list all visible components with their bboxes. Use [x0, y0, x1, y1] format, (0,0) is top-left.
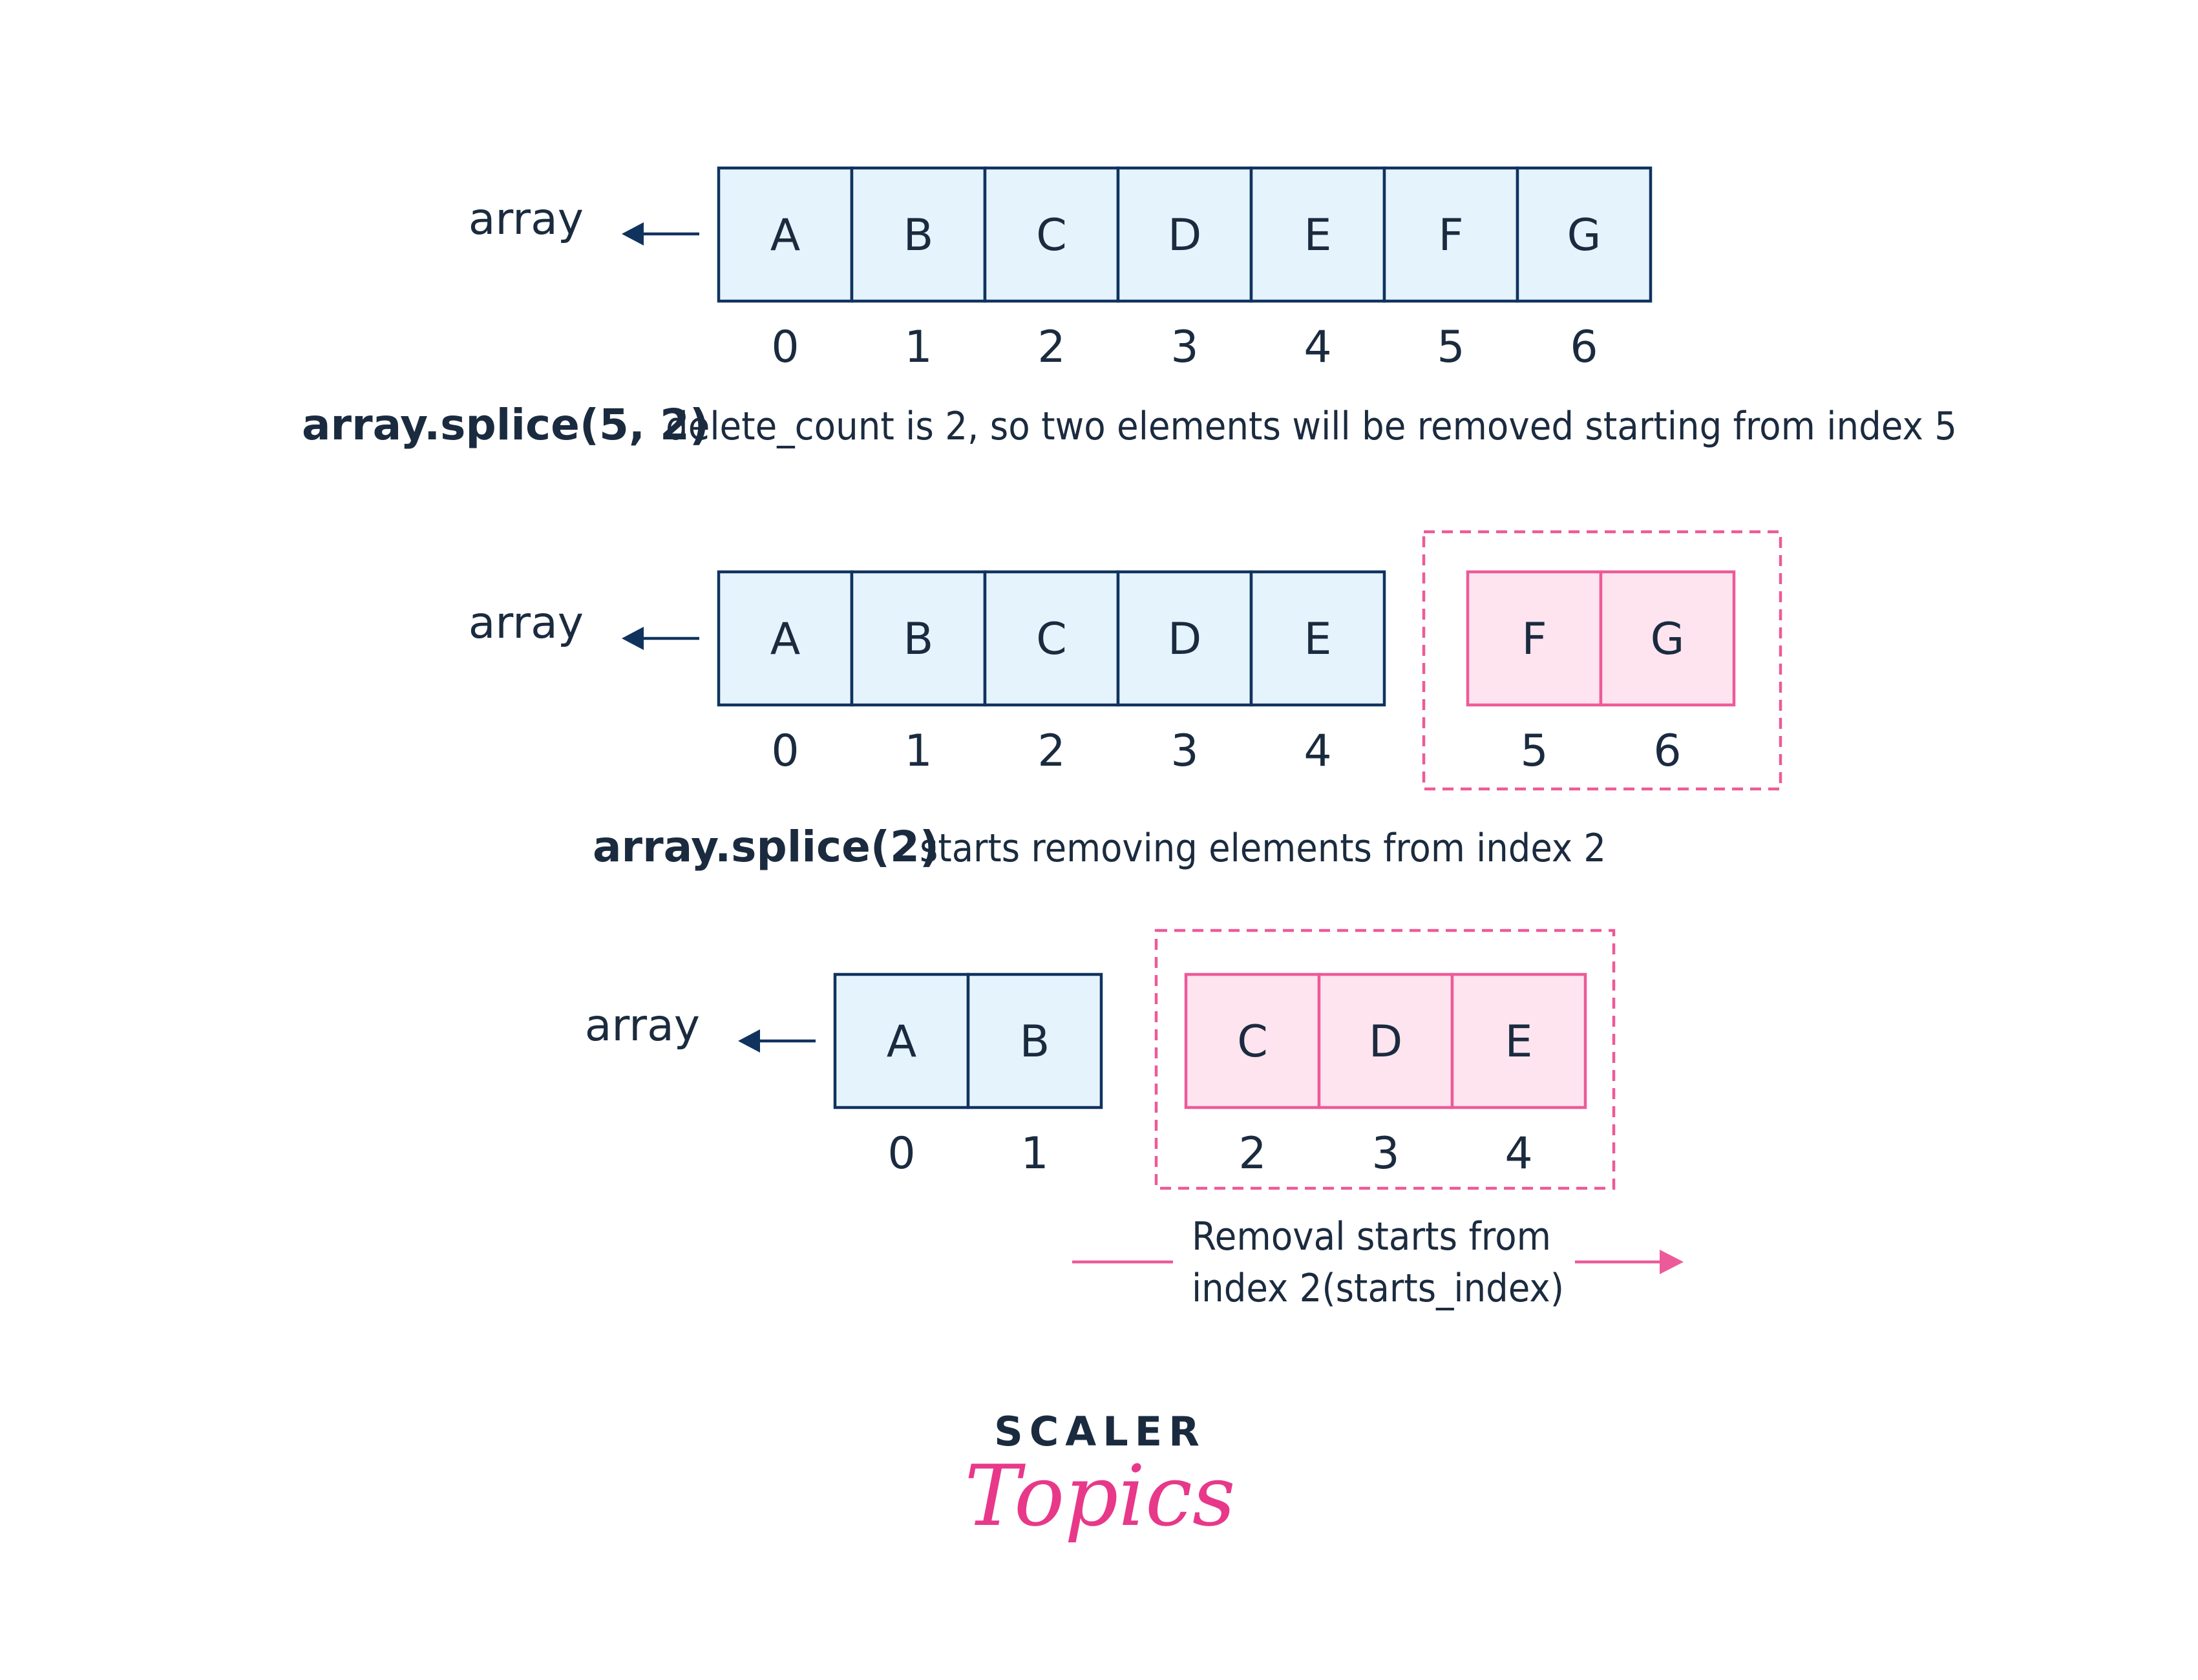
- row1-cell-letter: G: [1567, 210, 1601, 261]
- row2-kept-cell-letter: D: [1168, 614, 1201, 665]
- removal-note-arrow-head: [1660, 1250, 1684, 1274]
- row1-arrow-head: [622, 222, 644, 246]
- row3-removed-cell-letter: C: [1237, 1016, 1267, 1067]
- caption2-code: array.splice(2): [593, 822, 939, 872]
- caption2-description: starts removing elements from index 2: [920, 826, 1606, 871]
- row1-cell-box: [850, 166, 987, 303]
- row1-cell-letter: F: [1438, 210, 1463, 261]
- row1-indices: 0 1 2 3 4 5 6: [771, 322, 1598, 373]
- row3-removed-cells: C D E: [1184, 972, 1587, 1109]
- row3-removed-cell-box: [1317, 972, 1454, 1109]
- row2-kept-cell-letter: B: [904, 614, 934, 665]
- row2-kept-index-label: 3: [1170, 726, 1198, 777]
- caption1-group: array.splice(5, 2) delete_count is 2, so…: [302, 400, 1957, 450]
- row2-kept-cells: A B C D E: [717, 570, 1386, 707]
- row2-kept-cell-box: [850, 570, 987, 707]
- row2-kept-cell-box: [717, 570, 854, 707]
- row2-removed-index-label: 6: [1653, 726, 1681, 777]
- row1-index-label: 6: [1570, 322, 1598, 373]
- removal-note-line1: Removal starts from: [1192, 1214, 1551, 1259]
- row1-index-label: 3: [1170, 322, 1198, 373]
- caption1-code: array.splice(5, 2): [302, 400, 709, 450]
- row3-removed-index-label: 3: [1371, 1128, 1399, 1179]
- row2-kept-index-label: 0: [771, 726, 799, 777]
- row1-cell-box: [983, 166, 1120, 303]
- row2-kept-index-label: 4: [1304, 726, 1331, 777]
- caption1-description: delete_count is 2, so two elements will …: [666, 404, 1957, 449]
- row2-kept-cell-letter: C: [1036, 614, 1066, 665]
- row1-cell-letter: B: [904, 210, 934, 261]
- row3-kept-cell-box: [966, 972, 1103, 1109]
- row3-pointer-arrow: [738, 1029, 816, 1053]
- row3-kept-cell-box: [833, 972, 970, 1109]
- caption2-group: array.splice(2) starts removing elements…: [593, 822, 1606, 872]
- row3-kept-index-label: 0: [887, 1128, 915, 1179]
- row2-kept-cell-box: [983, 570, 1120, 707]
- row2-kept-indices: 0 1 2 3 4: [771, 726, 1331, 777]
- row1-index-label: 5: [1437, 322, 1464, 373]
- logo-scaler-text: SCALER: [994, 1408, 1206, 1455]
- row1-index-label: 1: [904, 322, 932, 373]
- row1-index-label: 4: [1304, 322, 1331, 373]
- row3-removed-index-label: 2: [1238, 1128, 1266, 1179]
- row3-removed-cell-box: [1184, 972, 1321, 1109]
- row1-cell-box: [1516, 166, 1653, 303]
- row1-group: array A B C D E F G 0 1 2 3 4 5 6: [469, 166, 1653, 373]
- row2-kept-cell-letter: E: [1304, 614, 1332, 665]
- row2-kept-cell-box: [1249, 570, 1386, 707]
- row2-removed-cell-letter: F: [1521, 614, 1547, 665]
- row3-array-label: array: [585, 1000, 700, 1051]
- row1-index-label: 0: [771, 322, 799, 373]
- scaler-topics-logo: SCALER Topics: [964, 1408, 1235, 1545]
- row3-kept-index-label: 1: [1020, 1128, 1048, 1179]
- logo-topics-text: Topics: [964, 1447, 1235, 1545]
- row3-kept-cell-letter: A: [887, 1016, 917, 1067]
- row2-removed-cell-letter: G: [1651, 614, 1685, 665]
- row3-arrow-head: [738, 1029, 760, 1053]
- removal-note-line2: index 2(starts_index): [1192, 1266, 1564, 1311]
- row2-removed-index-label: 5: [1520, 726, 1548, 777]
- row3-removed-index-label: 4: [1505, 1128, 1532, 1179]
- row3-removed-indices: 2 3 4: [1238, 1128, 1532, 1179]
- row3-removed-cell-letter: E: [1505, 1016, 1533, 1067]
- row3-removed-region: [1154, 929, 1616, 1190]
- row3-removed-cell-letter: D: [1369, 1016, 1402, 1067]
- row2-removed-cell-box: [1599, 570, 1736, 707]
- row3-removed-cell-box: [1450, 972, 1587, 1109]
- row1-cell-letter: E: [1304, 210, 1332, 261]
- row1-pointer-arrow: [622, 222, 699, 246]
- row1-cell-letter: D: [1168, 210, 1201, 261]
- row2-kept-cell-letter: A: [770, 614, 801, 665]
- row2-kept-cell-box: [1116, 570, 1253, 707]
- row1-cell-box: [1382, 166, 1519, 303]
- row2-pointer-arrow: [622, 627, 699, 650]
- row2-arrow-head: [622, 627, 644, 650]
- row1-cell-letter: A: [770, 210, 801, 261]
- row1-cell-letter: C: [1036, 210, 1066, 261]
- row1-cells: A B C D E F G: [717, 166, 1653, 303]
- removal-note-group: Removal starts from index 2(starts_index…: [1072, 1214, 1684, 1311]
- row2-kept-index-label: 1: [904, 726, 932, 777]
- row2-kept-index-label: 2: [1037, 726, 1065, 777]
- row3-kept-cell-letter: B: [1020, 1016, 1050, 1067]
- row2-array-label: array: [469, 598, 584, 649]
- row1-index-label: 2: [1037, 322, 1065, 373]
- row1-array-label: array: [469, 194, 584, 245]
